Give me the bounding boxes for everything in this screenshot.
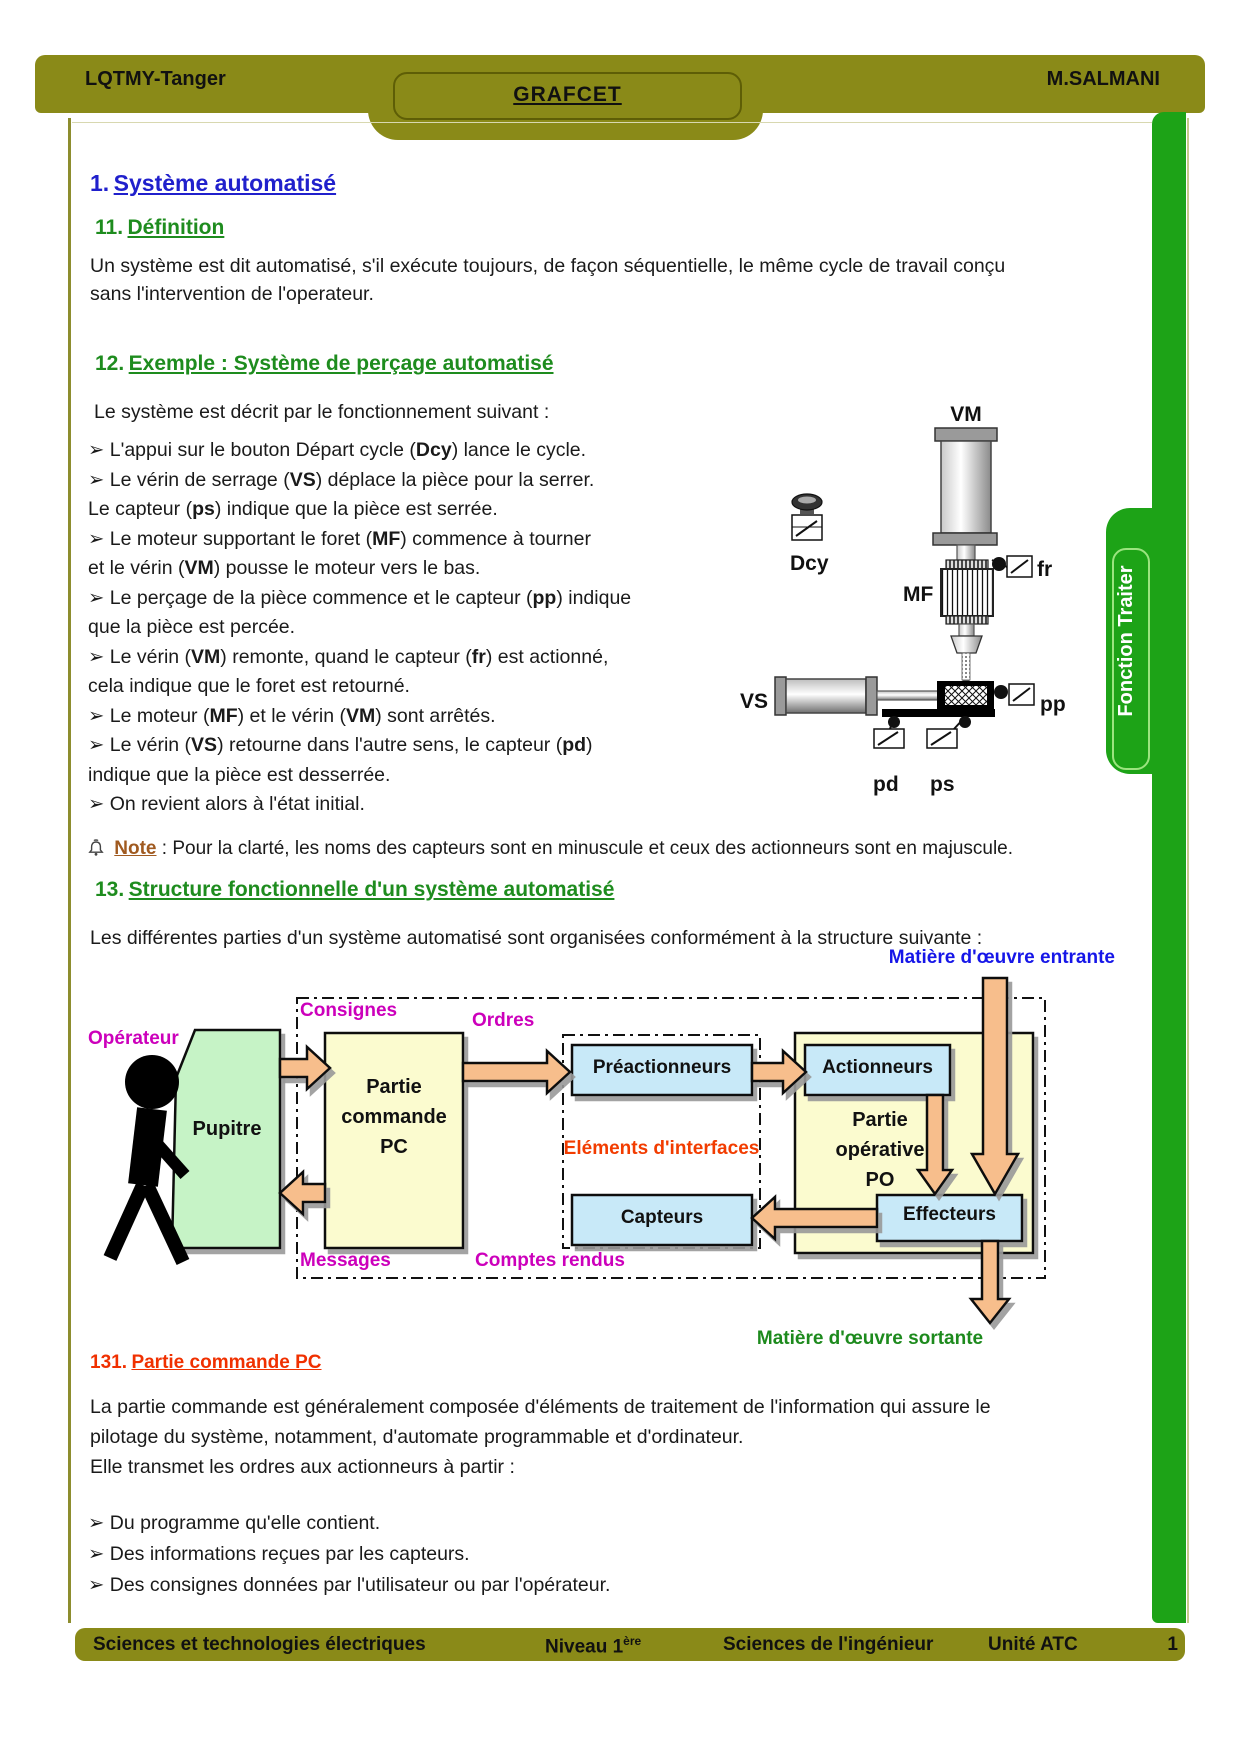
note-line: Note : Pour la clarté, les noms des capt… — [88, 838, 1013, 863]
arrow-actionneurs-to-effecteurs — [915, 1093, 955, 1197]
section-131-number: 131. — [90, 1352, 127, 1373]
section-11-title: Définition — [127, 216, 225, 239]
section-131-bullet-list: ➢ Du programme qu'elle contient. ➢ Des i… — [88, 1512, 611, 1596]
effecteurs-block — [875, 1193, 1024, 1243]
side-tab-frame — [1112, 548, 1150, 770]
arrow-matiere-sortante — [968, 1239, 1012, 1326]
page-top-border — [72, 122, 1152, 123]
capteurs-block — [570, 1193, 754, 1247]
pd-sensor-icon — [873, 716, 905, 749]
header-author: M.SALMANI — [1046, 68, 1160, 90]
interfaces-label: Eléments d'interfaces — [563, 1138, 760, 1159]
drilling-machine-diagram: VM MF fr — [740, 403, 1066, 796]
section-12-heading: 12. Exemple : Système de perçage automat… — [95, 352, 554, 376]
section-1-heading: 1. Système automatisé — [90, 170, 336, 197]
mf-motor — [940, 559, 994, 637]
header-center-bulge — [368, 55, 763, 140]
arrow-preact-to-actionneurs — [750, 1048, 808, 1096]
drill-bit — [950, 635, 983, 686]
messages-label: Messages — [300, 1250, 391, 1271]
vs-label: VS — [740, 690, 768, 713]
arrow-messages — [278, 1169, 327, 1217]
pupitre-block — [170, 1028, 282, 1250]
operateur-label: Opérateur — [88, 1028, 179, 1049]
actionneurs-label: Actionneurs — [822, 1057, 933, 1078]
section-11-heading: 11. Définition — [95, 216, 224, 240]
section-12-intro: Le système est décrit par le fonctionnem… — [94, 401, 550, 423]
ordres-label: Ordres — [472, 1010, 535, 1031]
matiere-sortante-label: Matière d'œuvre sortante — [756, 1328, 984, 1349]
footer-left: Sciences et technologies électriques — [93, 1634, 426, 1655]
dcy-label: Dcy — [790, 552, 829, 575]
section-131-title: Partie commande PC — [131, 1352, 322, 1373]
comptes-rendus-label: Comptes rendus — [475, 1250, 625, 1271]
footer-niveau-text: Niveau 1 — [545, 1636, 624, 1658]
bell-icon — [88, 839, 104, 863]
section-12-number: 12. — [95, 352, 125, 375]
ps-label: ps — [930, 773, 955, 796]
footer-band — [75, 1628, 1185, 1661]
pupitre-label: Pupitre — [192, 1118, 262, 1140]
arrow-matiere-entrante — [969, 976, 1021, 1197]
vm-label: VM — [950, 403, 982, 426]
po-label: Partie opérative PO — [835, 1109, 925, 1191]
section-13-title: Structure fonctionnelle d'un système aut… — [128, 878, 615, 901]
page-left-border — [68, 118, 71, 1623]
document-title: GRAFCET — [513, 83, 622, 106]
fr-sensor-icon — [991, 555, 1033, 578]
preactionneurs-label: Préactionneurs — [592, 1057, 732, 1078]
footer-page-number: 1 — [1167, 1634, 1178, 1655]
section-11-paragraph: Un système est dit automatisé, s'il exéc… — [90, 255, 1006, 305]
side-strip — [1152, 112, 1186, 1623]
ps-sensor-icon — [926, 716, 971, 749]
note-label: Note — [114, 838, 157, 859]
functional-structure-diagram — [103, 976, 1046, 1326]
matiere-entrante-label: Matière d'œuvre entrante — [888, 947, 1115, 968]
footer-center: Sciences de l'ingénieur — [723, 1634, 934, 1655]
page-right-border — [1187, 118, 1189, 1623]
dcy-button-icon — [791, 493, 823, 541]
interfaces-boundary — [562, 1034, 761, 1249]
note-text: : Pour la clarté, les noms des capteurs … — [156, 838, 1014, 859]
pc-block — [323, 1031, 465, 1250]
pp-sensor-icon — [994, 683, 1035, 706]
vm-cylinder — [932, 427, 998, 561]
section-12-bullet-list: ➢ L'appui sur le bouton Départ cycle (Dc… — [88, 439, 632, 815]
section-1-number: 1. — [90, 170, 110, 196]
capteurs-label: Capteurs — [620, 1207, 704, 1228]
section-12-title: Exemple : Système de perçage automatisé — [128, 352, 554, 375]
effecteurs-label: Effecteurs — [903, 1204, 996, 1225]
section-1-title: Système automatisé — [113, 170, 337, 196]
footer-niveau-sup: ère — [623, 1634, 642, 1648]
section-11-number: 11. — [95, 216, 124, 239]
section-13-intro: Les différentes parties d'un système aut… — [90, 927, 983, 949]
footer-unite: Unité ATC — [988, 1634, 1078, 1655]
arrow-effecteurs-to-capteurs — [750, 1194, 879, 1242]
footer-niveau: Niveau 1ère — [545, 1634, 641, 1658]
section-131-paragraph: La partie commande est généralement comp… — [90, 1396, 991, 1478]
section-131-heading: 131. Partie commande PC — [90, 1352, 322, 1374]
system-boundary — [296, 997, 1046, 1279]
pp-label: pp — [1040, 693, 1066, 716]
arrow-consignes — [278, 1044, 332, 1092]
side-tab-label: Fonction Traiter — [1115, 565, 1137, 717]
section-13-heading: 13. Structure fonctionnelle d'un système… — [95, 878, 614, 902]
mf-label: MF — [903, 583, 933, 606]
section-13-number: 13. — [95, 878, 125, 901]
pd-label: pd — [873, 773, 899, 796]
arrow-ordres — [461, 1048, 572, 1096]
consignes-label: Consignes — [300, 1000, 398, 1021]
fr-label: fr — [1037, 558, 1052, 581]
document-title-box: GRAFCET — [393, 72, 742, 120]
workpiece — [882, 681, 995, 717]
pc-label: Partie commande PC — [341, 1076, 447, 1158]
header-school: LQTMY-Tanger — [85, 68, 226, 90]
actionneurs-block — [803, 1043, 952, 1097]
person-icon — [103, 1055, 190, 1265]
vs-cylinder — [774, 676, 939, 716]
